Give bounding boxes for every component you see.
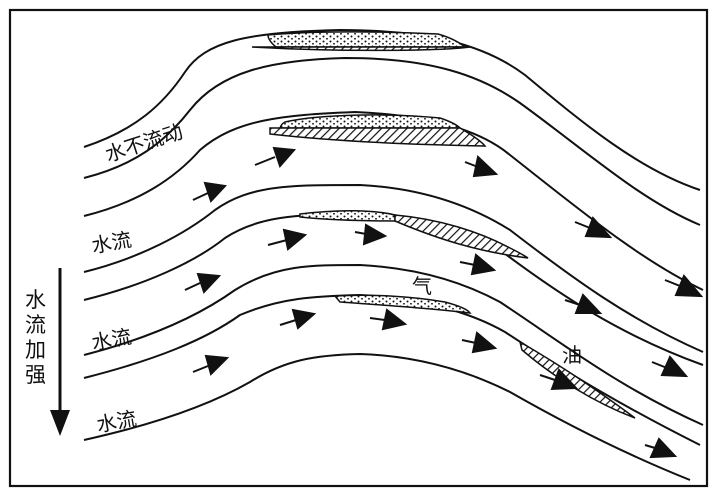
oil-layer-2 (269, 127, 487, 147)
gas-cap-1 (267, 31, 468, 48)
boundary-4 (83, 183, 704, 353)
flow-arrow (279, 308, 317, 330)
flow-arrow (354, 223, 388, 246)
label-water-static: 水不流动 (102, 119, 186, 167)
accumulations (251, 31, 636, 419)
flow-arrow (192, 354, 230, 376)
oil-layer-3 (394, 214, 529, 259)
flow-arrow (267, 228, 308, 251)
increasing-flow-arrow (50, 268, 70, 436)
gas-cap-4 (333, 294, 472, 314)
flow-arrow (192, 181, 228, 203)
flow-arrows (184, 146, 704, 459)
label-water-flow-3: 水流 (95, 406, 139, 437)
oil-layer-1 (251, 46, 471, 52)
flow-arrow (651, 355, 689, 378)
flow-arrow (369, 308, 408, 331)
boundary-6 (83, 263, 704, 426)
flow-arrow (184, 272, 222, 294)
flow-arrow (464, 155, 499, 178)
layer-boundaries (83, 28, 704, 481)
flow-arrow (539, 368, 579, 391)
gas-cap-3 (299, 210, 396, 222)
label-water-flow-1: 水流 (90, 227, 134, 258)
boundary-1 (83, 28, 701, 191)
side-char-4: 强 (25, 363, 46, 387)
side-char-3: 加 (25, 338, 46, 362)
flow-arrow (564, 293, 603, 314)
side-char-2: 流 (25, 313, 46, 337)
boundary-8 (83, 352, 691, 481)
flow-arrow (461, 331, 498, 354)
oil-layer-4 (518, 340, 636, 419)
flow-arrow (664, 274, 704, 298)
label-gas: 气 (412, 274, 432, 298)
gas-cap-2 (278, 114, 462, 129)
flow-arrow (459, 253, 497, 276)
flow-arrow (254, 146, 297, 168)
diagram-frame (8, 8, 709, 488)
flow-arrow (574, 216, 613, 239)
label-oil: 油 (562, 343, 582, 367)
label-water-flow-2: 水流 (90, 324, 134, 355)
boundary-2 (83, 56, 701, 226)
flow-arrow (644, 437, 678, 459)
side-char-1: 水 (25, 288, 46, 312)
